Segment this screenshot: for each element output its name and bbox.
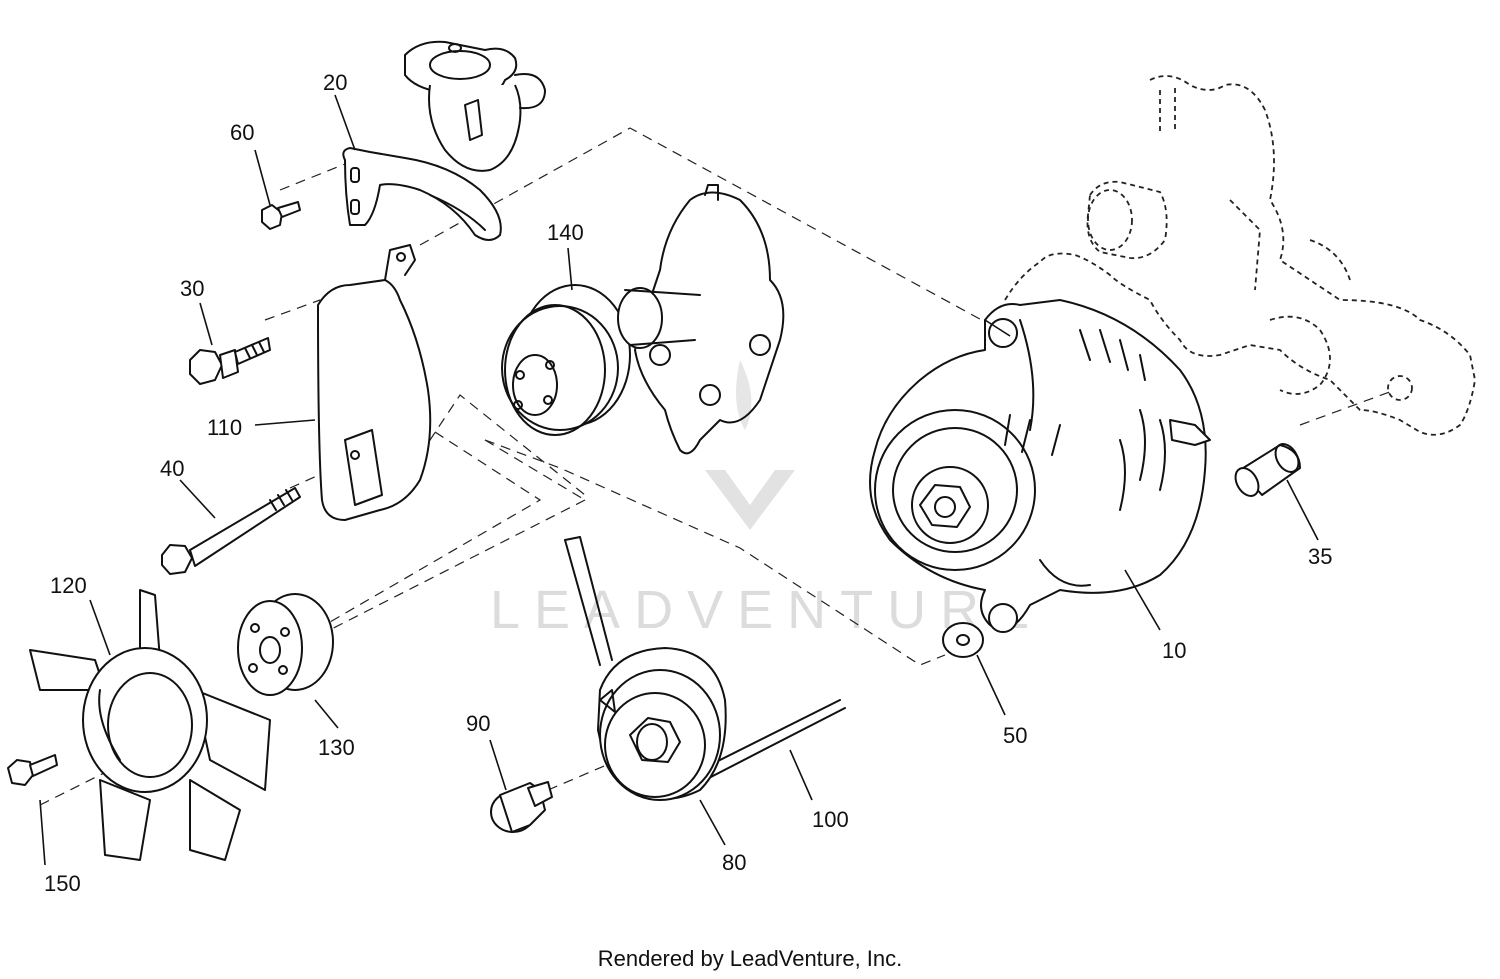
bolt-part-30[interactable] — [189, 337, 271, 385]
water-pump-pulley-part-140[interactable] — [501, 284, 631, 436]
engine-block-outline — [1004, 75, 1476, 436]
washer-part-50[interactable] — [942, 622, 984, 658]
alternator-part-10[interactable] — [869, 299, 1211, 633]
leader-lines — [39, 94, 1319, 866]
water-pump-housing — [617, 184, 785, 455]
callout-90: 90 — [466, 711, 490, 736]
callout-80: 80 — [722, 850, 746, 875]
callout-140: 140 — [547, 220, 584, 245]
callout-20: 20 — [323, 70, 347, 95]
callout-10: 10 — [1162, 638, 1186, 663]
bolt-part-60[interactable] — [261, 201, 301, 230]
bolt-part-40[interactable] — [161, 487, 301, 575]
callout-120: 120 — [50, 573, 87, 598]
bolt-part-90[interactable] — [490, 781, 553, 833]
callout-60: 60 — [230, 120, 254, 145]
bolt-part-150[interactable] — [7, 754, 58, 786]
v-belt-part-100[interactable] — [564, 536, 846, 781]
thermostat-housing — [404, 40, 546, 172]
callout-40: 40 — [160, 456, 184, 481]
adjust-bracket-part-20[interactable] — [342, 147, 502, 241]
belt-cover-part-110[interactable] — [317, 244, 432, 521]
callout-35: 35 — [1308, 544, 1332, 569]
footer-credit: Rendered by LeadVenture, Inc. — [598, 946, 903, 971]
callout-labels: 10 20 30 35 40 50 60 80 90 100 110 120 1… — [44, 70, 1332, 896]
callout-50: 50 — [1003, 723, 1027, 748]
spacer-part-130[interactable] — [237, 593, 334, 696]
callout-130: 130 — [318, 735, 355, 760]
crank-pulley-part-80[interactable] — [597, 647, 727, 801]
collar-part-35[interactable] — [1231, 440, 1303, 500]
fan-part-120[interactable] — [29, 589, 271, 861]
callout-100: 100 — [812, 807, 849, 832]
callout-150: 150 — [44, 871, 81, 896]
callout-30: 30 — [180, 276, 204, 301]
callout-110: 110 — [207, 415, 242, 440]
